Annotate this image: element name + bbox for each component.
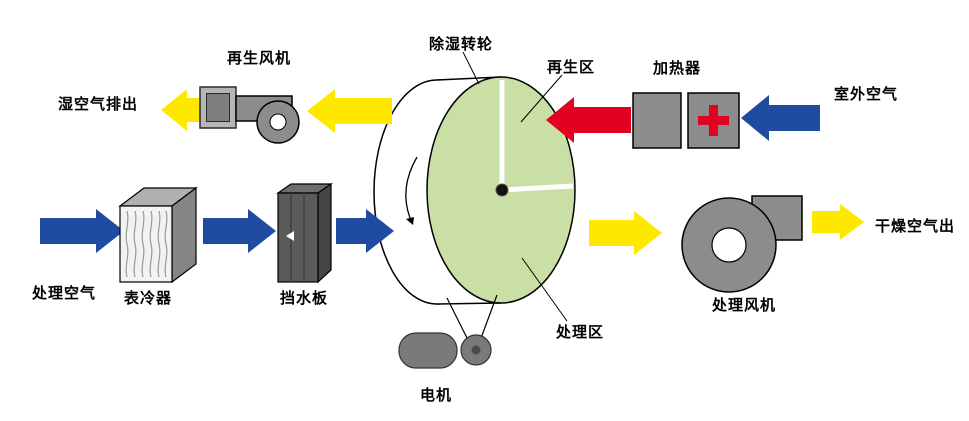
outdoor-air-inlet-arrow [741,95,820,141]
label-heater: 加热器 [652,59,702,77]
surface-cooler-front [119,205,173,283]
regen-zone-leader [520,74,563,123]
label-outdoor-air: 室外空气 [833,85,899,103]
heater-to-wheel-arrow [546,97,631,143]
label-water-baffle: 挡水板 [279,289,329,307]
drive-belt [446,294,498,341]
water-baffle-side [317,182,332,284]
label-wet-air-out: 湿空气排出 [57,95,139,113]
wheel-label-leader [462,51,480,85]
heater-plus-icon [698,105,729,136]
label-process-fan: 处理风机 [711,296,777,314]
motor-pulley-shaft [471,345,481,355]
rotation-arrow [405,156,418,219]
process-zone-leader [521,257,568,322]
wheel-to-regen-fan-arrow [307,89,392,133]
process-air-inlet-arrow [40,209,124,253]
rotation-arrow-head [406,217,414,225]
heater-box-left [632,92,682,149]
wheel-to-process-fan-arrow [589,211,662,255]
label-process-air: 处理空气 [31,284,97,302]
motor-body [398,332,458,369]
wheel-hub [495,183,509,197]
process-fan-hole [711,227,747,263]
cooler-to-baffle-arrow [203,209,276,253]
label-process-zone: 处理区 [555,323,605,341]
baffle-to-wheel-arrow [336,209,394,253]
wheel-cylinder-bottom-edge [436,302,502,305]
regen-fan-hole [269,113,287,131]
cooler-coil-lines [125,210,168,278]
water-baffle-mark [286,231,294,241]
heater-plus-vertical [709,105,718,136]
regen-fan-inlet-inner [206,93,230,122]
label-regen-zone: 再生区 [546,58,596,76]
label-regen-fan: 再生风机 [226,49,292,67]
label-surface-cooler: 表冷器 [123,289,173,307]
water-baffle-front [277,192,319,283]
label-dry-air-out: 干燥空气出 [874,217,956,235]
dry-air-outlet-arrow [812,204,864,240]
label-motor: 电机 [419,386,453,404]
label-wheel: 除湿转轮 [428,35,494,53]
regen-sector-divider-horizontal [501,183,574,193]
